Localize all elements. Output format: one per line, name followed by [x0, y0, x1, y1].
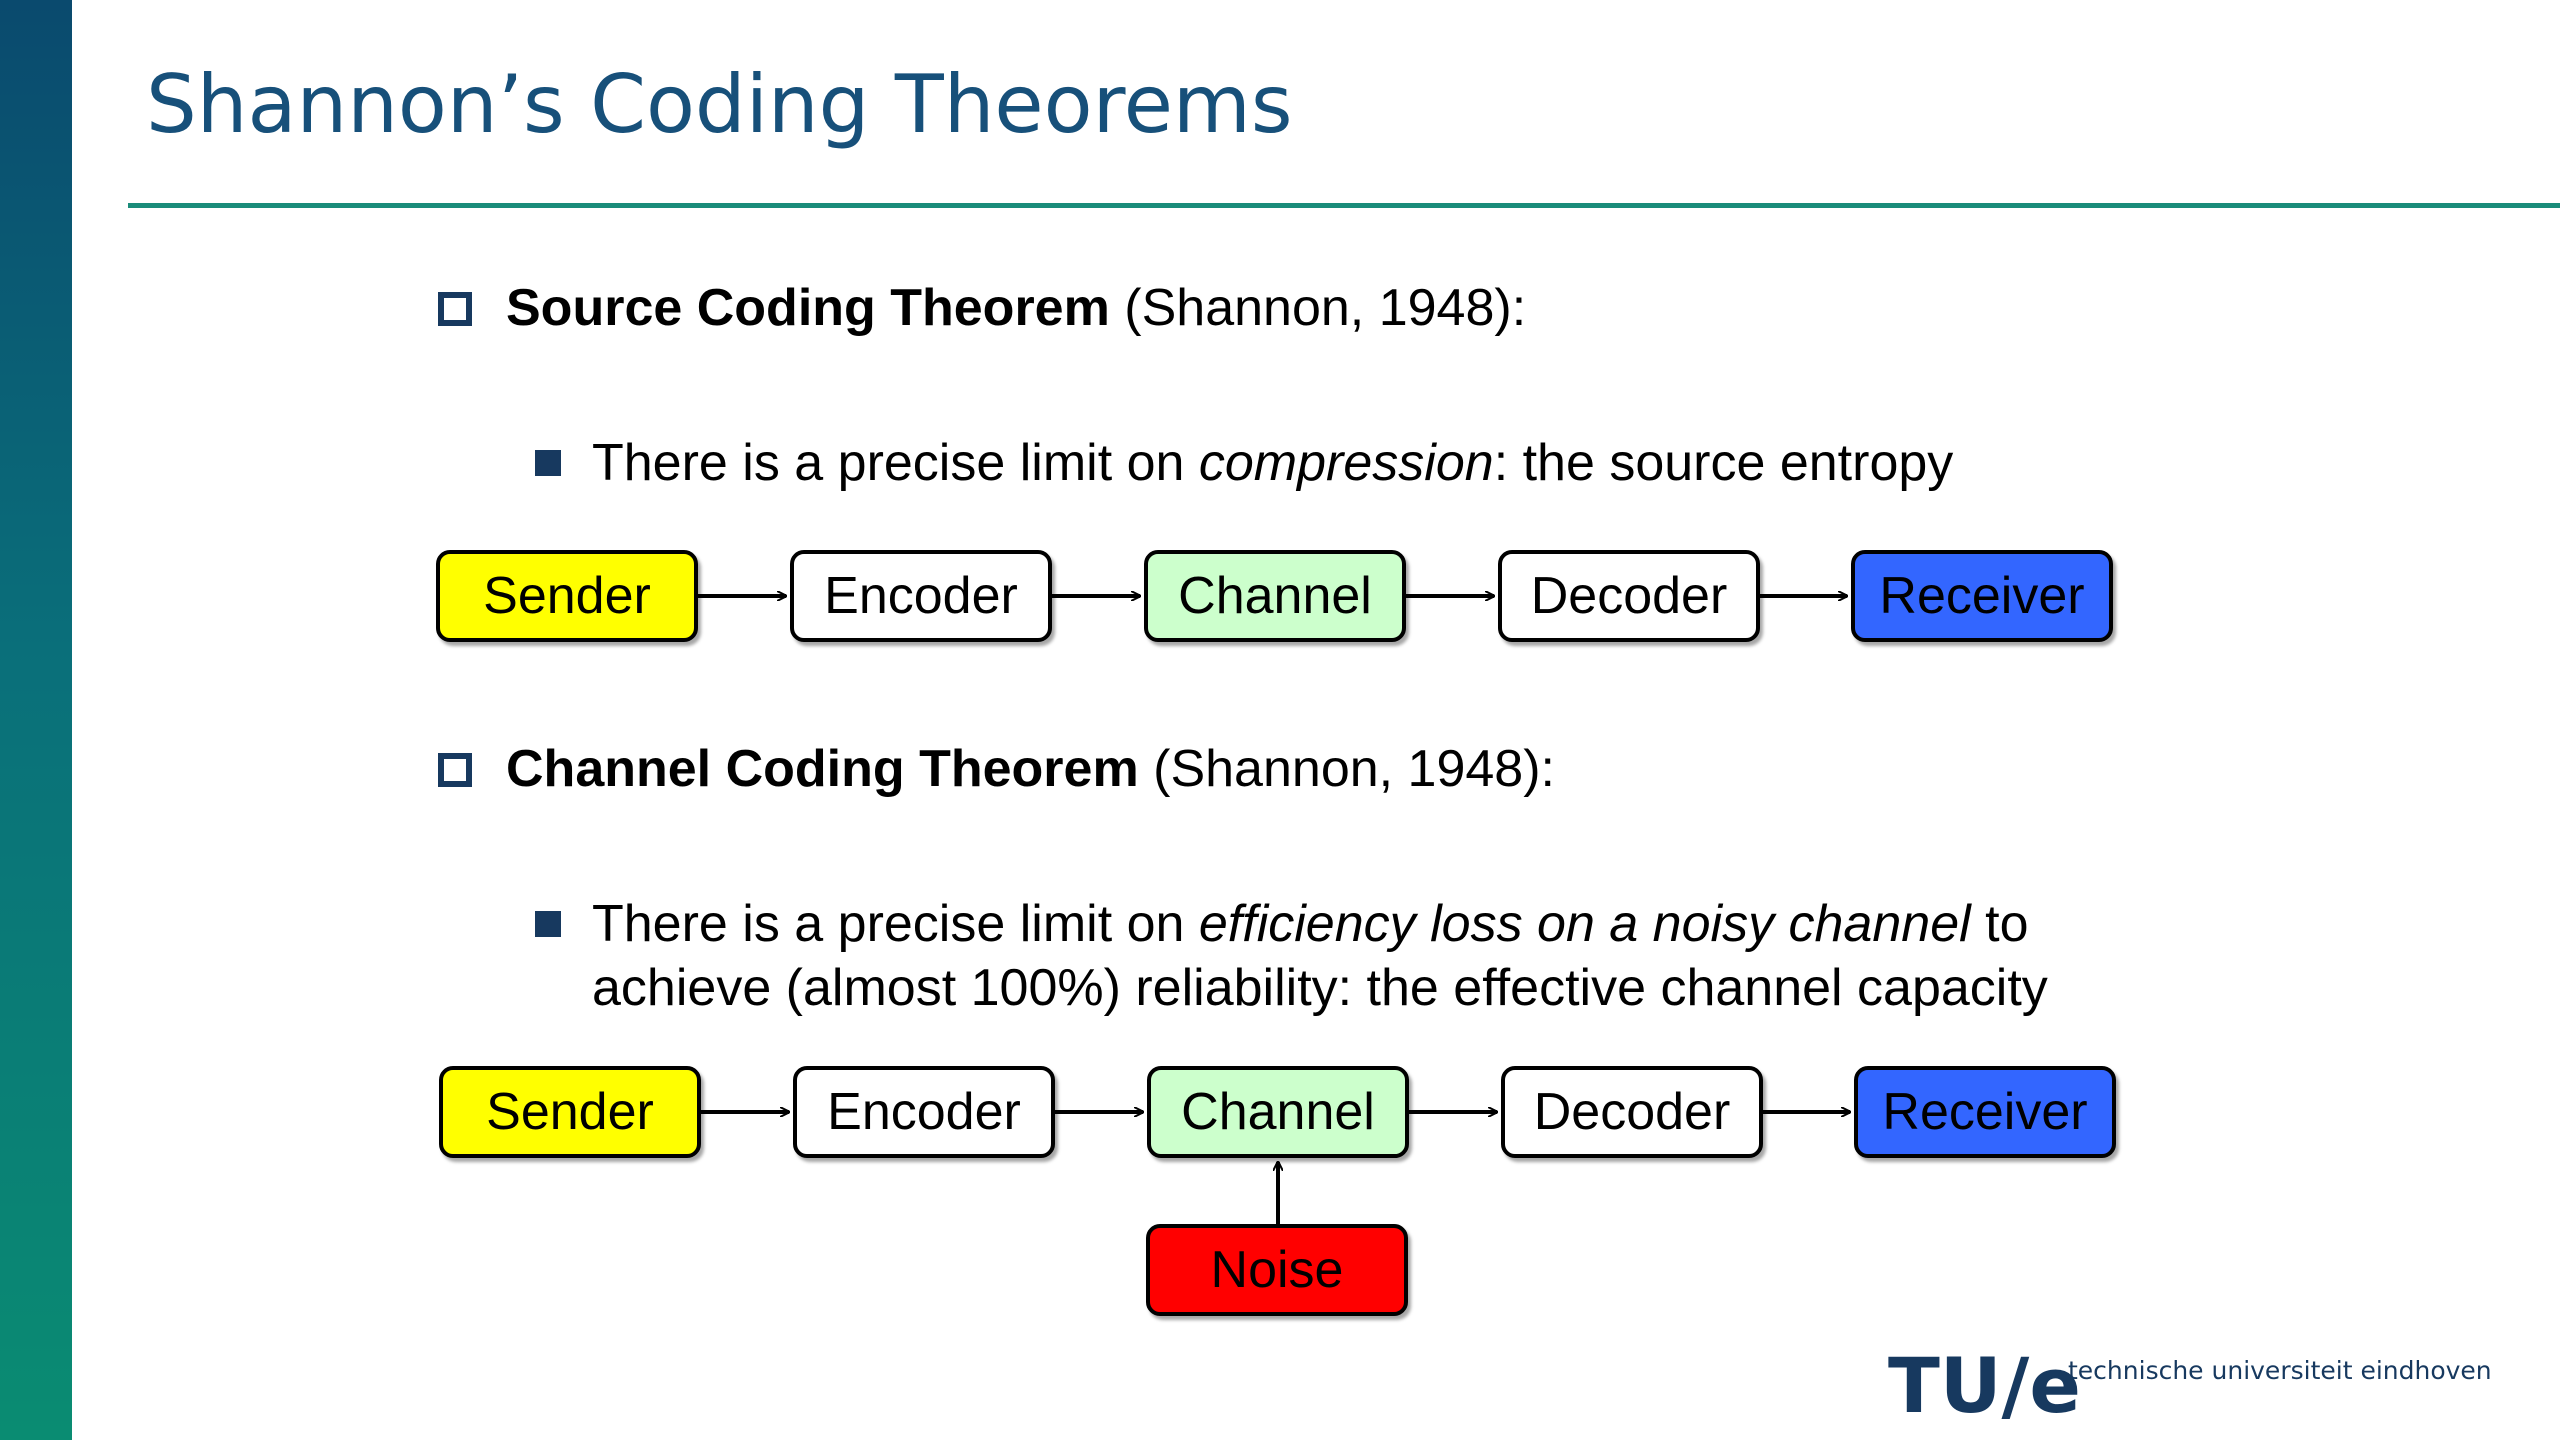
- channel-coding-attribution: (Shannon, 1948):: [1138, 740, 1555, 798]
- source-statement-pre: There is a precise limit on: [592, 434, 1199, 492]
- source-statement-emphasis: compression: [1198, 434, 1494, 492]
- tue-logo: TU/e: [1888, 1341, 2081, 1430]
- title-divider: [128, 203, 2560, 208]
- diagram2-decoder-box: Decoder: [1501, 1066, 1763, 1158]
- diagram2-receiver-box: Receiver: [1854, 1066, 2116, 1158]
- diagram2-encoder-box: Encoder: [793, 1066, 1055, 1158]
- channel-coding-statement-line2: achieve (almost 100%) reliability: the e…: [592, 959, 2048, 1017]
- diagram2-noise-box: Noise: [1146, 1224, 1408, 1316]
- source-coding-statement: There is a precise limit on compression:…: [592, 431, 1953, 495]
- sidebar-band: [0, 0, 72, 1440]
- university-name: technische universiteit eindhoven: [2068, 1356, 2492, 1385]
- channel-coding-title: Channel Coding Theorem: [506, 740, 1139, 798]
- source-coding-attribution: (Shannon, 1948):: [1109, 279, 1527, 337]
- slide-title: Shannon’s Coding Theorems: [146, 58, 1293, 151]
- diagram2-sender-box: Sender: [439, 1066, 701, 1158]
- diagram1-decoder-box: Decoder: [1498, 550, 1760, 642]
- channel-coding-statement: There is a precise limit on efficiency l…: [592, 892, 2029, 956]
- diagram2-channel-box: Channel: [1147, 1066, 1409, 1158]
- source-coding-heading: Source Coding Theorem (Shannon, 1948):: [506, 278, 1526, 338]
- diagram1-receiver-box: Receiver: [1851, 550, 2113, 642]
- filled-square-bullet-icon: [535, 450, 561, 476]
- channel-coding-heading: Channel Coding Theorem (Shannon, 1948):: [506, 739, 1555, 799]
- source-statement-post: : the source entropy: [1493, 434, 1954, 492]
- source-coding-title: Source Coding Theorem: [506, 279, 1110, 337]
- hollow-square-bullet-icon: [438, 292, 472, 326]
- hollow-square-bullet-icon: [438, 753, 472, 787]
- filled-square-bullet-icon: [535, 911, 561, 937]
- diagram1-sender-box: Sender: [436, 550, 698, 642]
- channel-statement-emphasis: efficiency loss on a noisy channel: [1198, 895, 1971, 953]
- channel-statement-pre: There is a precise limit on: [592, 895, 1199, 953]
- channel-statement-post: to: [1970, 895, 2029, 953]
- diagram1-encoder-box: Encoder: [790, 550, 1052, 642]
- diagram1-channel-box: Channel: [1144, 550, 1406, 642]
